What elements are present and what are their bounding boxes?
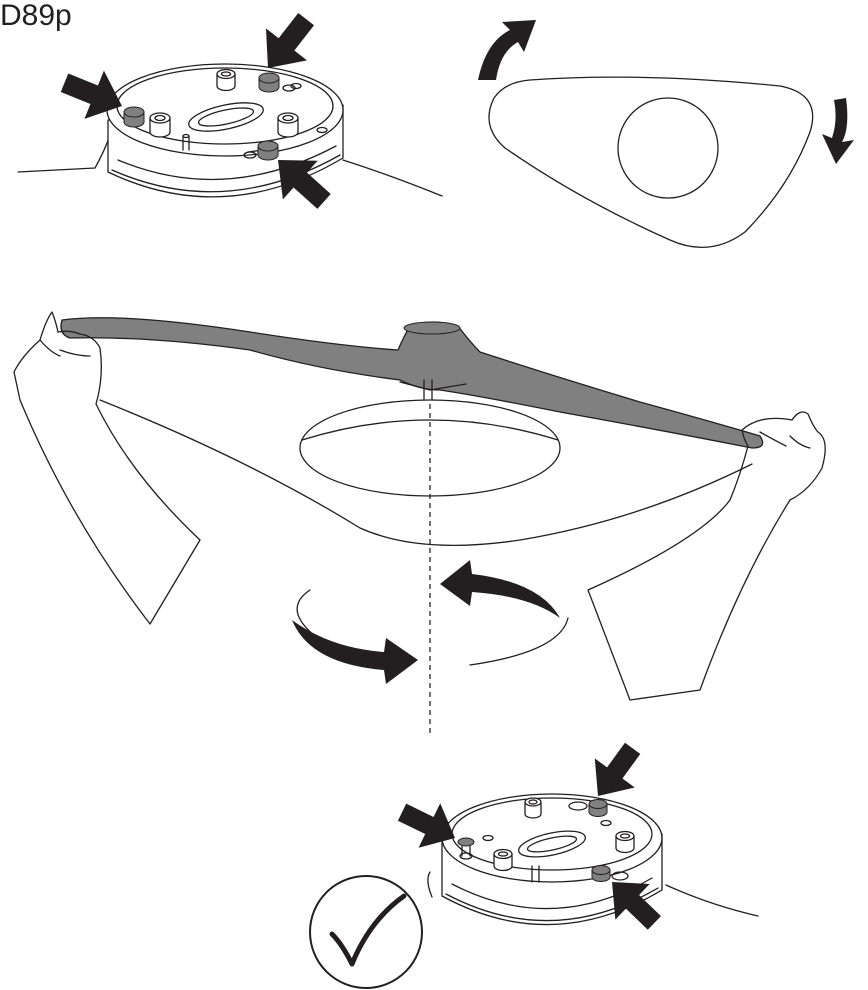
- canopy-plate-top: [478, 20, 854, 247]
- mounting-post: [150, 113, 170, 137]
- rotate-arrow-icon: [478, 20, 536, 80]
- mounting-post: [616, 832, 634, 853]
- screw: [124, 107, 144, 127]
- mounting-base-bottom: [391, 734, 758, 941]
- rotate-arrow-icon: [440, 560, 560, 618]
- rotate-arrow-icon: [292, 620, 418, 684]
- right-hand: [588, 412, 825, 700]
- checkmark-icon: [310, 876, 422, 988]
- lamp-rotation: [14, 312, 825, 735]
- screw: [589, 800, 607, 817]
- mounting-post: [217, 70, 235, 91]
- rotate-arrow-icon: [822, 98, 854, 164]
- screw: [592, 866, 610, 882]
- mounting-base-top: [18, 3, 442, 221]
- mounting-post: [525, 798, 541, 818]
- mounting-post: [494, 850, 512, 871]
- mounting-post: [278, 113, 298, 137]
- left-hand: [14, 312, 200, 624]
